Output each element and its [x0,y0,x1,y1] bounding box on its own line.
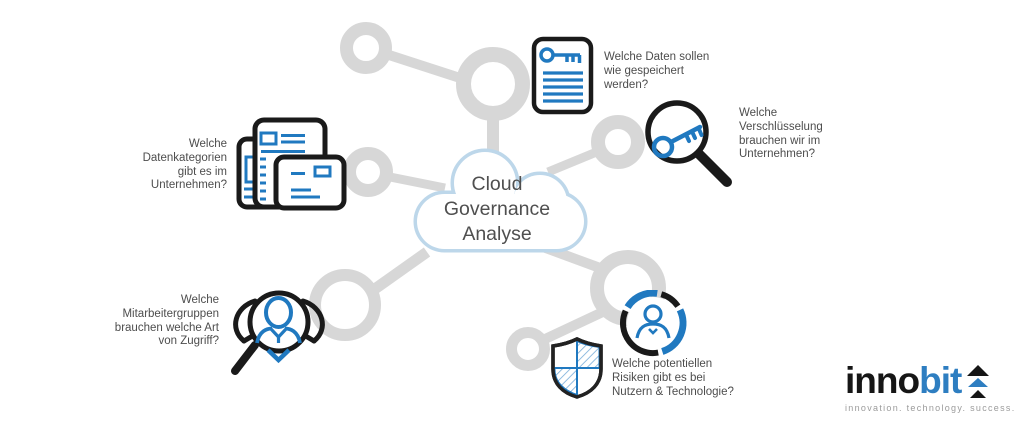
connector-line [368,247,431,296]
key-icon [539,47,582,63]
label-risks: Welche potentiellen Risiken gibt es bei … [612,358,734,398]
connector-line [389,172,446,193]
logo-word-black: inno [845,360,920,401]
connector-line [540,305,610,345]
label-data-categories: Welche Datenkategorien gibt es im Untern… [142,138,227,192]
shield-hatched-icon [551,337,603,399]
label-encryption: Welche Verschlüsselung brauchen wir im U… [739,107,823,161]
magnifier-person-icon [231,290,325,375]
person-icon [255,296,302,364]
person-shoulders-back [233,298,325,344]
cloud-shape [413,148,588,253]
connector-line [384,49,462,83]
magnifier-handle [231,341,259,375]
connector-node [456,47,530,121]
connector-node [343,147,393,197]
key-icon [651,124,704,159]
label-data-storage: Welche Daten sollen wie gespeichert werd… [604,51,710,91]
connector-node [340,22,392,74]
documents-stack-icon [236,117,347,211]
connector-node [591,115,645,169]
label-access: Welche Mitarbeitergruppen brauchen welch… [114,294,219,348]
innobit-logo: innobit innovation. technology. success. [845,360,1020,414]
person-icon [635,304,671,339]
logo-wordmark: innobit [845,360,962,401]
magnifier-handle [693,148,732,187]
document-key-icon [531,36,594,115]
logo-tagline: innovation. technology. success. [845,403,1016,413]
connector-line [546,146,601,177]
magnifier-key-icon [645,100,732,187]
person-chart-icon [619,290,687,357]
logo-triangles-icon [967,365,990,398]
connector-node [506,327,550,371]
logo-word-blue: bit [919,360,962,401]
cloud-title: Cloud Governance Analyse [443,173,551,245]
